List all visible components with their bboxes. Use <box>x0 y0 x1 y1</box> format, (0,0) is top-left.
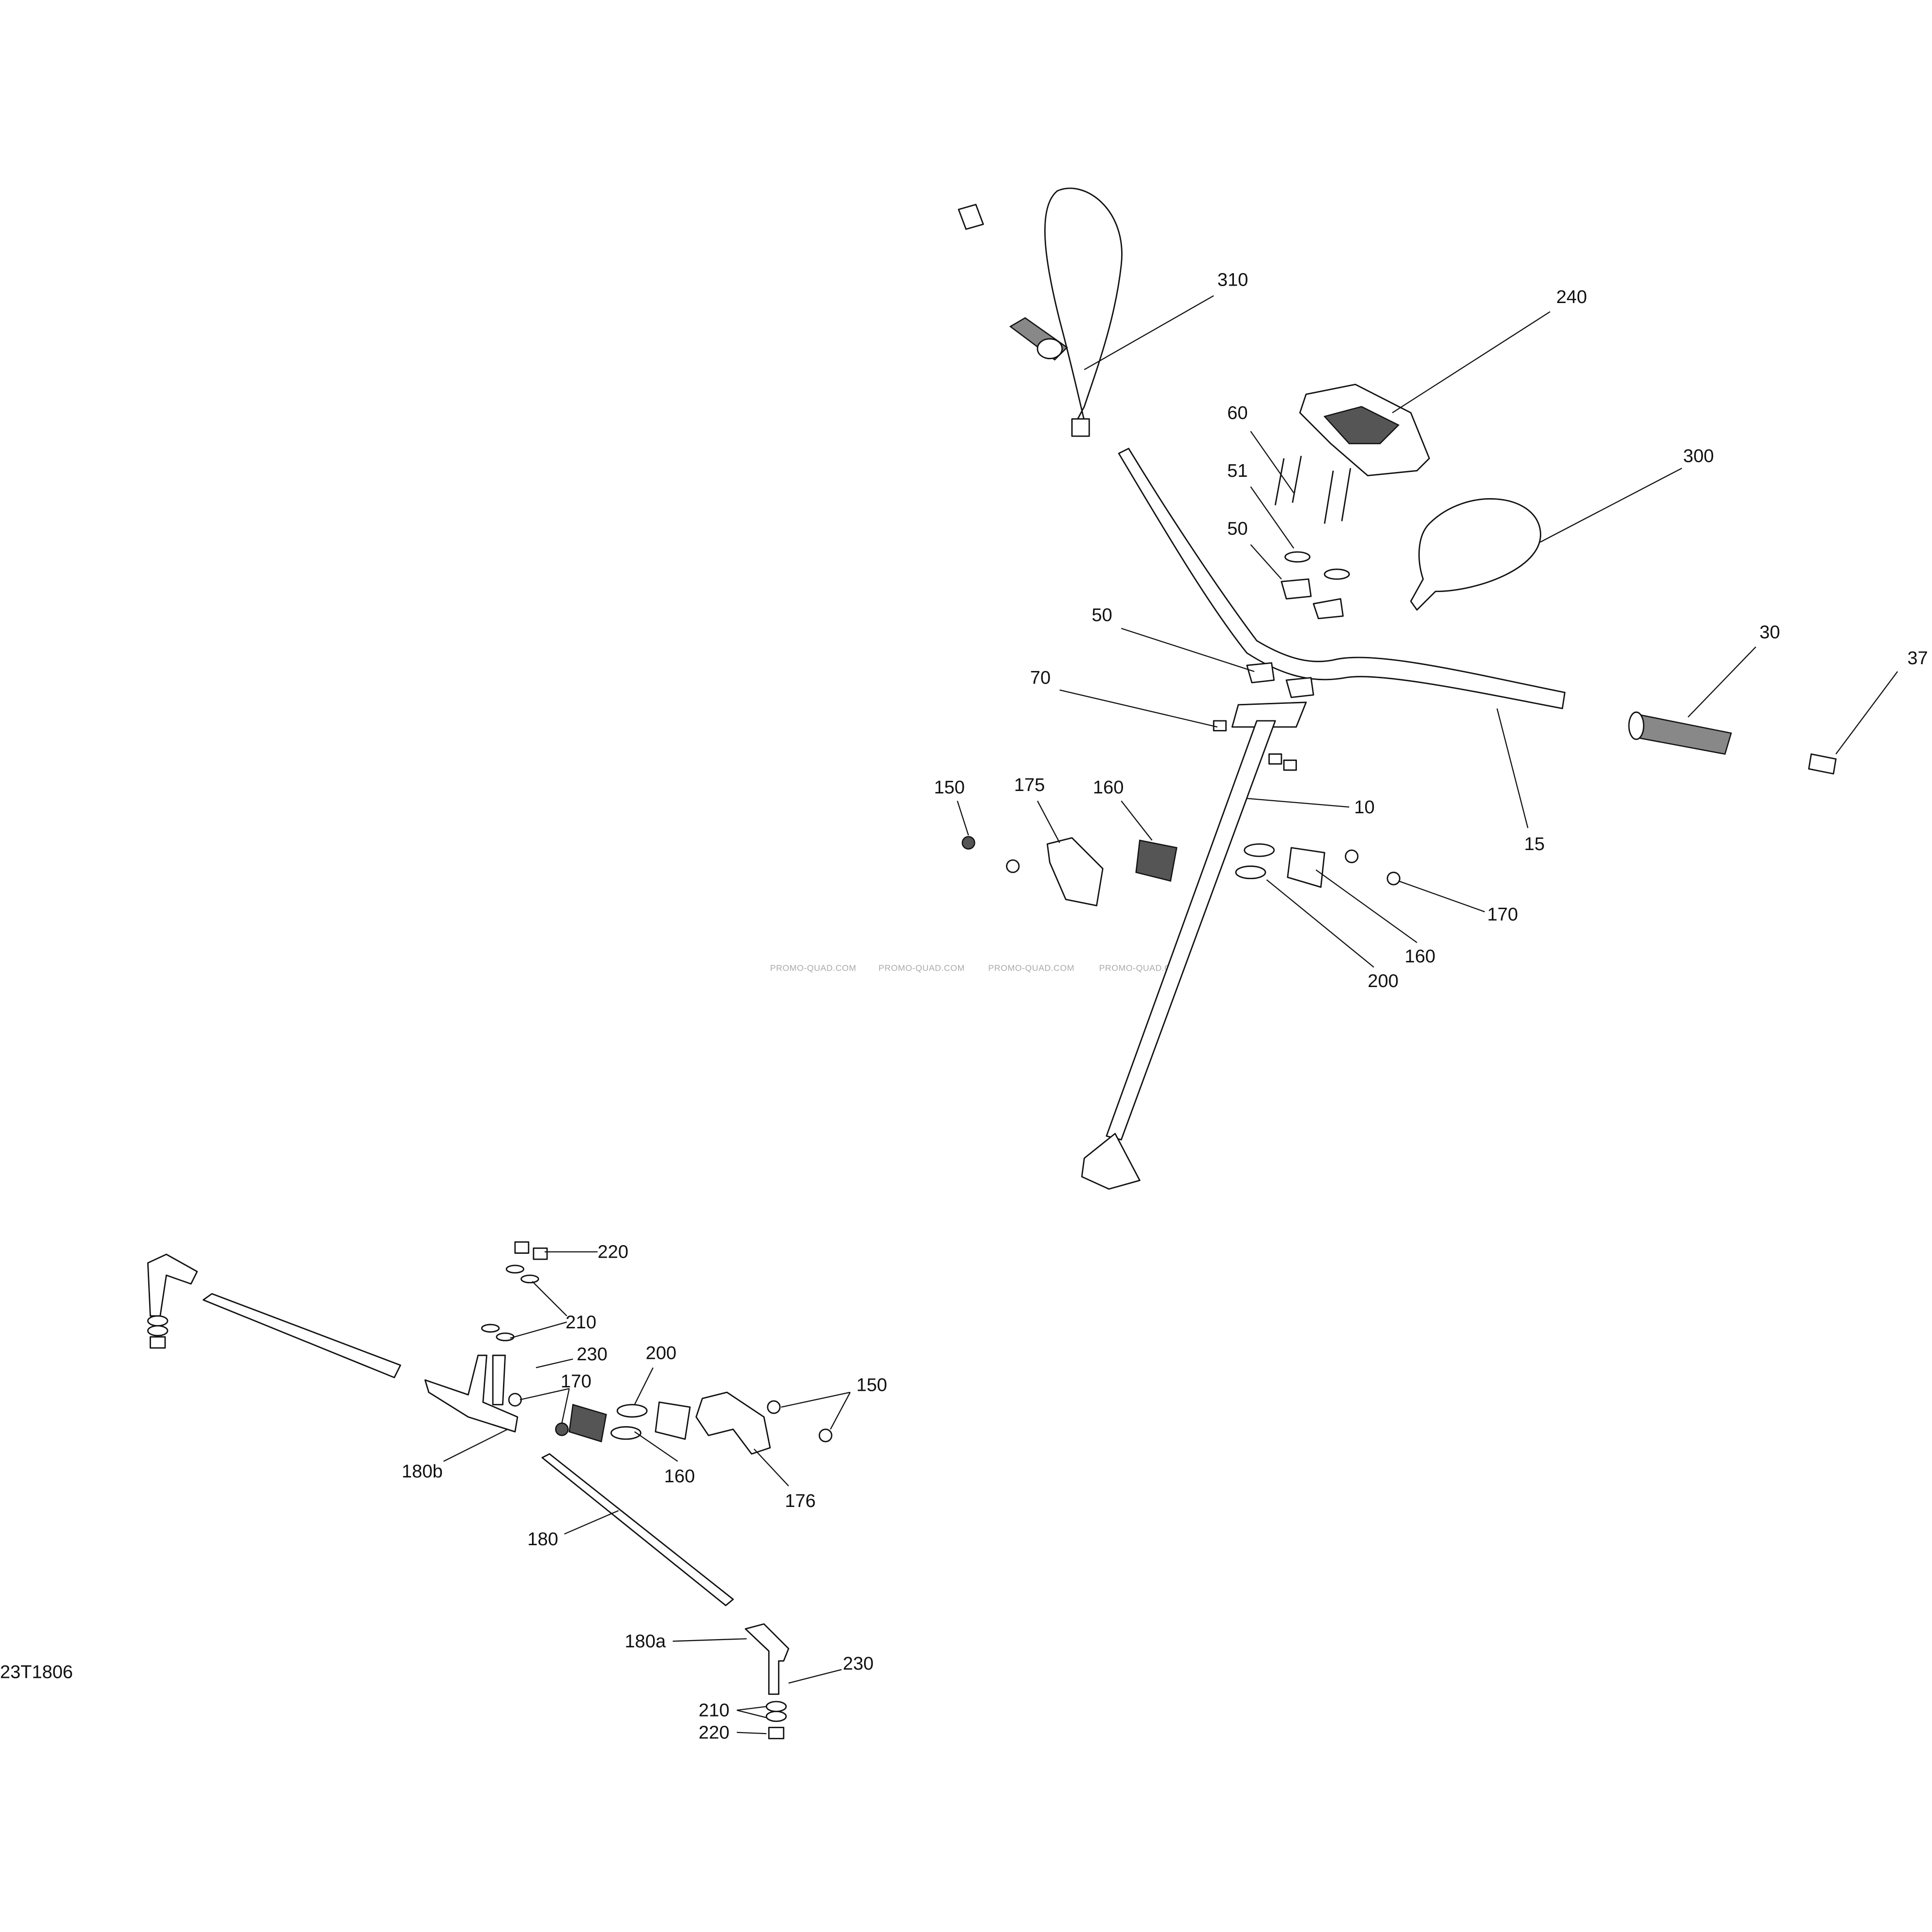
part-bracket-175 <box>1047 837 1104 907</box>
part-bar-end-right <box>1808 753 1837 775</box>
callout-160: 160 <box>1405 946 1436 967</box>
callout-200: 200 <box>1368 971 1399 991</box>
callout-160: 160 <box>664 1466 695 1487</box>
part-screws <box>1274 456 1352 524</box>
callout-210: 210 <box>699 1700 730 1721</box>
callout-200: 200 <box>646 1342 677 1363</box>
part-bolts-150-lower <box>767 1400 833 1443</box>
part-grip-left <box>1009 317 1068 361</box>
watermark-text: PROMO-QUAD.COM <box>1099 963 1185 973</box>
part-tie-rod-upper <box>202 1293 401 1379</box>
part-handlebar <box>1118 448 1566 709</box>
callout-220: 220 <box>699 1722 730 1743</box>
callout-310: 310 <box>1217 270 1248 290</box>
callout-170: 170 <box>561 1371 592 1392</box>
part-bushing-160-upper <box>1135 839 1325 888</box>
callout-220: 220 <box>597 1242 628 1263</box>
callout-210: 210 <box>565 1312 596 1333</box>
callout-150: 150 <box>856 1375 887 1396</box>
callout-50: 50 <box>1092 605 1112 625</box>
part-tie-rod-end-left <box>147 1253 198 1349</box>
part-bar-end-left <box>958 204 984 230</box>
callout-labels: 310 240 60 51 50 300 50 30 37 70 10 15 1… <box>0 270 1928 1743</box>
callout-160: 160 <box>1093 777 1124 798</box>
part-steering-column <box>1081 701 1307 1190</box>
callout-175: 175 <box>1014 775 1045 795</box>
callout-180: 180 <box>527 1529 558 1550</box>
part-grip-right <box>1628 711 1732 755</box>
callout-10: 10 <box>1354 797 1374 818</box>
callout-60: 60 <box>1227 402 1247 423</box>
callout-37: 37 <box>1907 648 1928 669</box>
watermark-text: PROMO-QUAD.COM <box>770 963 856 973</box>
callout-15: 15 <box>1524 834 1545 854</box>
callout-30: 30 <box>1760 622 1780 642</box>
leader-lines <box>443 295 1898 1734</box>
callout-150: 150 <box>934 777 965 798</box>
part-bolts-upper <box>961 836 1020 873</box>
callout-300: 300 <box>1683 445 1714 466</box>
part-mirror-left <box>1044 187 1123 437</box>
callout-70: 70 <box>1030 668 1050 688</box>
callout-51: 51 <box>1227 460 1247 481</box>
part-rings-200-upper <box>1235 843 1275 880</box>
part-washers-170-upper <box>1345 849 1400 885</box>
part-rings-200-lower <box>610 1404 648 1440</box>
diagram-id: 23T1806 <box>0 1662 73 1683</box>
part-clamps-lower <box>1246 662 1314 699</box>
part-mirror-right <box>1410 498 1541 611</box>
callout-230: 230 <box>577 1344 608 1365</box>
callout-180a: 180a <box>624 1631 666 1652</box>
part-washers-210 <box>481 1264 539 1341</box>
callout-230: 230 <box>843 1653 874 1674</box>
watermark-text: PROMO-QUAD.COM <box>879 963 965 973</box>
part-nuts-upper <box>1213 720 1297 771</box>
part-pitman-180b <box>424 1354 518 1433</box>
callout-170: 170 <box>1487 904 1518 925</box>
part-bracket-176 <box>695 1391 771 1455</box>
callout-50: 50 <box>1227 518 1247 539</box>
part-tie-rod-lower <box>541 1453 734 1606</box>
callout-240: 240 <box>1556 287 1587 307</box>
callout-176: 176 <box>785 1491 816 1511</box>
part-nuts-220 <box>514 1241 548 1260</box>
callout-180b: 180b <box>402 1461 443 1482</box>
part-clamps-upper <box>1280 551 1350 620</box>
part-handlebar-cover <box>1299 383 1430 476</box>
part-tie-rod-end-right <box>745 1623 790 1739</box>
watermark: PROMO-QUAD.COM PROMO-QUAD.COM PROMO-QUAD… <box>770 963 1185 973</box>
watermark-text: PROMO-QUAD.COM <box>988 963 1074 973</box>
mirror-clamp <box>1071 418 1090 437</box>
